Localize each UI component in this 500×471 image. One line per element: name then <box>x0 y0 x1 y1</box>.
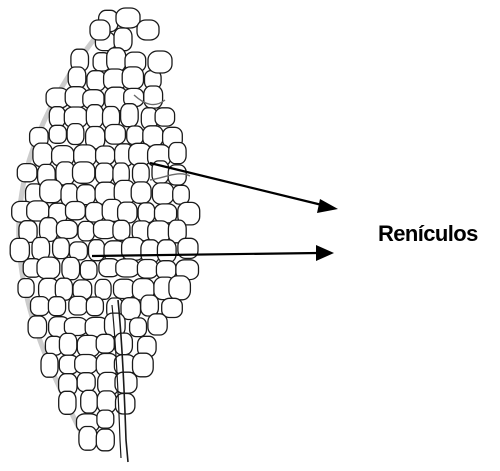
renicule-lobe <box>79 427 97 451</box>
renicule-lobe <box>68 67 86 88</box>
renicule-lobe <box>173 185 190 204</box>
renicule-lobe <box>127 126 144 144</box>
renicule-lobe <box>95 279 111 299</box>
renicule-lobe <box>96 146 115 165</box>
renicule-lobe <box>95 163 113 183</box>
renicule-lobe <box>81 390 98 413</box>
renicule-lobe <box>37 257 60 279</box>
renicule-lobe <box>96 334 114 353</box>
renicule-lobe <box>59 333 76 355</box>
renicule-lobe <box>169 143 186 164</box>
renicule-lobe <box>86 105 103 128</box>
renicule-lobe <box>90 20 110 40</box>
renicule-lobe <box>122 67 143 89</box>
renicule-lobe <box>10 238 29 261</box>
renicule-lobe <box>17 164 37 182</box>
renicule-lobe <box>97 391 116 413</box>
renicule-lobe <box>49 107 65 127</box>
renicule-lobe <box>133 163 150 183</box>
renicule-lobe <box>148 314 167 335</box>
renicule-lobe <box>86 297 103 316</box>
renicule-lobe <box>78 221 94 241</box>
renicule-lobe <box>121 104 139 127</box>
renicule-lobe <box>40 180 63 203</box>
renicule-lobe <box>28 316 46 338</box>
renicule-lobe <box>41 353 58 377</box>
renicule-lobe <box>97 410 114 428</box>
renicule-lobe <box>156 261 176 279</box>
renicule-lobe <box>155 108 175 126</box>
renicule-lobe <box>148 51 172 73</box>
renicule-lobe <box>77 373 95 392</box>
reniculi-label: Renículos <box>378 221 478 247</box>
renicule-lobe <box>31 297 50 316</box>
renicule-lobe <box>141 295 159 316</box>
renicule-lobe <box>107 48 126 72</box>
upper-arrowhead <box>317 199 338 213</box>
renicule-lobe <box>49 125 66 143</box>
renicule-lobe <box>116 259 139 277</box>
renicule-lobe <box>152 183 173 204</box>
renicule-lobe <box>157 240 176 263</box>
renicule-lobe <box>131 182 151 203</box>
renicule-lobe <box>69 296 87 315</box>
renicule-lobe <box>169 276 191 300</box>
renicule-lobe <box>66 202 86 220</box>
renicule-lobe <box>138 203 155 223</box>
lower-arrowhead <box>316 245 334 261</box>
renicule-lobe <box>56 220 77 238</box>
renicule-lobe <box>115 333 133 355</box>
renicule-lobe <box>133 353 154 377</box>
renicule-lobe <box>162 298 183 317</box>
renicule-lobe <box>96 429 114 451</box>
renicule-lobe <box>137 260 157 279</box>
renicule-lobe <box>73 162 95 183</box>
reniculi-lobes <box>10 8 200 451</box>
renicule-lobe <box>80 261 97 280</box>
renicule-lobe <box>75 355 97 374</box>
renicule-lobe <box>137 20 159 40</box>
renicule-lobe <box>53 238 70 259</box>
renicule-lobe <box>87 71 106 91</box>
renicule-lobe <box>67 124 84 145</box>
renicule-lobe <box>130 318 147 337</box>
renicule-lobe <box>18 279 34 298</box>
renicule-lobe <box>62 257 80 279</box>
renicule-lobe <box>48 297 65 316</box>
renicule-lobe <box>114 279 135 298</box>
renicule-lobe <box>116 8 140 28</box>
renicule-lobe <box>59 391 76 414</box>
renicule-lobe <box>86 203 104 223</box>
renicule-lobe <box>33 143 53 166</box>
renicule-lobe <box>105 125 126 145</box>
renicule-lobe <box>89 240 105 261</box>
